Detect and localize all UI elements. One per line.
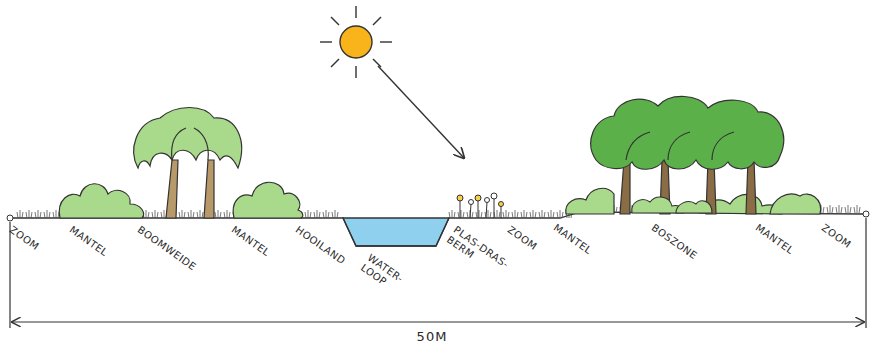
zone-label: MANTEL (67, 224, 110, 259)
zone-label: BOOMWEIDE (135, 224, 198, 273)
zone-label: MANTEL (551, 222, 594, 257)
zone-label: MANTEL (753, 222, 796, 257)
zone-label: ZOOM (819, 222, 853, 250)
zone-label: MANTEL (229, 224, 272, 259)
zone-label: BOSZONE (649, 222, 699, 262)
sun (320, 6, 392, 78)
zone-label: ZOOM (7, 224, 41, 252)
zone-label: ZOOM (505, 224, 539, 252)
water-channel (343, 218, 449, 246)
zone-label: WATER- LOOP (359, 252, 408, 296)
forest-shrubs (632, 197, 712, 213)
dimension-line (10, 218, 866, 328)
sunlight-arrow (378, 66, 464, 158)
flowers (457, 193, 504, 218)
dimension-label: 50M (414, 330, 451, 345)
willow-trees (134, 108, 242, 219)
forest (591, 96, 784, 214)
zone-label: HOOILAND (293, 224, 347, 267)
